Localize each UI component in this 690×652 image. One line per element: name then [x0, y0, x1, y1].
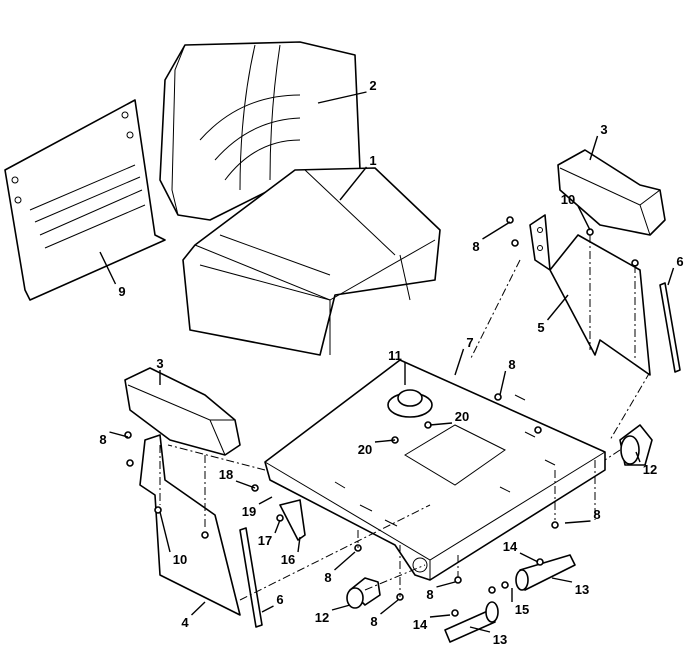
- leader-line: [469, 626, 491, 633]
- bumper-right: [619, 424, 653, 466]
- latch-hardware: [251, 484, 306, 541]
- leader-line: [551, 577, 573, 583]
- leader-line: [667, 267, 675, 286]
- leader-line: [99, 251, 117, 285]
- leader-line: [274, 519, 281, 534]
- leader-line: [191, 601, 206, 616]
- callouts: 1231086578112020129381819101716814138158…: [99, 78, 684, 647]
- leader-line: [546, 294, 569, 321]
- part-callout-label: 9: [118, 284, 125, 299]
- part-callout-label: 3: [600, 122, 607, 137]
- leader-line: [297, 536, 301, 553]
- part-callout-label: 4: [181, 615, 189, 630]
- part-callout-label: 5: [537, 320, 544, 335]
- part-callout-label: 8: [99, 432, 106, 447]
- leader-line: [429, 422, 453, 426]
- part-callout-label: 3: [156, 356, 163, 371]
- part-callout-label: 14: [503, 539, 518, 554]
- leader-line: [317, 91, 367, 104]
- leader-line: [258, 496, 273, 505]
- part-callout-label: 20: [455, 409, 469, 424]
- part-callout-label: 8: [508, 357, 515, 372]
- leader-line: [331, 604, 351, 611]
- leader-line: [334, 551, 356, 571]
- part-callout-label: 12: [315, 610, 329, 625]
- part-callout-label: 1: [369, 153, 376, 168]
- leader-line: [454, 348, 465, 376]
- base-plate: [264, 359, 606, 581]
- part-callout-label: 15: [515, 602, 529, 617]
- pivot-pins: [444, 554, 576, 643]
- armrest-right: [557, 149, 666, 236]
- seat-switch: [387, 389, 433, 418]
- bolts: [124, 216, 639, 617]
- right-bracket: [529, 214, 681, 376]
- part-callout-label: 11: [388, 348, 402, 363]
- assembly-centerlines: [159, 235, 651, 601]
- leader-line: [635, 451, 641, 463]
- left-bracket: [139, 434, 263, 628]
- leader-line: [577, 205, 591, 231]
- leader-line: [519, 552, 539, 563]
- leader-line: [261, 605, 274, 613]
- part-callout-label: 10: [561, 192, 575, 207]
- leader-line: [564, 520, 591, 524]
- leader-line: [589, 135, 599, 161]
- part-callout-label: 16: [281, 552, 295, 567]
- part-callout-label: 8: [324, 570, 331, 585]
- leader-line: [482, 221, 511, 240]
- part-callout-label: 12: [643, 462, 657, 477]
- part-callout-label: 10: [173, 552, 187, 567]
- rear-panel: [4, 99, 166, 301]
- part-callout-label: 13: [575, 582, 589, 597]
- bumper-left: [346, 577, 381, 609]
- part-callout-label: 13: [493, 632, 507, 647]
- leader-line: [380, 599, 399, 615]
- part-callout-label: 18: [219, 467, 233, 482]
- part-callout-label: 6: [276, 592, 283, 607]
- seat-cushion: [182, 167, 441, 356]
- part-callout-label: 6: [676, 254, 683, 269]
- part-callout-label: 8: [593, 507, 600, 522]
- part-callout-label: 2: [369, 78, 376, 93]
- leader-line: [159, 511, 171, 553]
- leader-line: [339, 166, 368, 201]
- part-callout-label: 19: [242, 504, 256, 519]
- leader-line: [235, 480, 256, 489]
- leader-line: [109, 431, 129, 438]
- part-callout-label: 17: [258, 533, 272, 548]
- part-callout-label: 20: [358, 442, 372, 457]
- part-callout-label: 14: [413, 617, 428, 632]
- part-callout-label: 7: [466, 335, 473, 350]
- leader-line: [429, 614, 451, 618]
- armrest-left: [124, 367, 241, 456]
- part-callout-label: 8: [370, 614, 377, 629]
- part-callout-label: 8: [426, 587, 433, 602]
- leader-line: [436, 581, 456, 588]
- part-callout-label: 8: [472, 239, 479, 254]
- leader-line: [499, 370, 507, 396]
- leader-line: [374, 439, 396, 443]
